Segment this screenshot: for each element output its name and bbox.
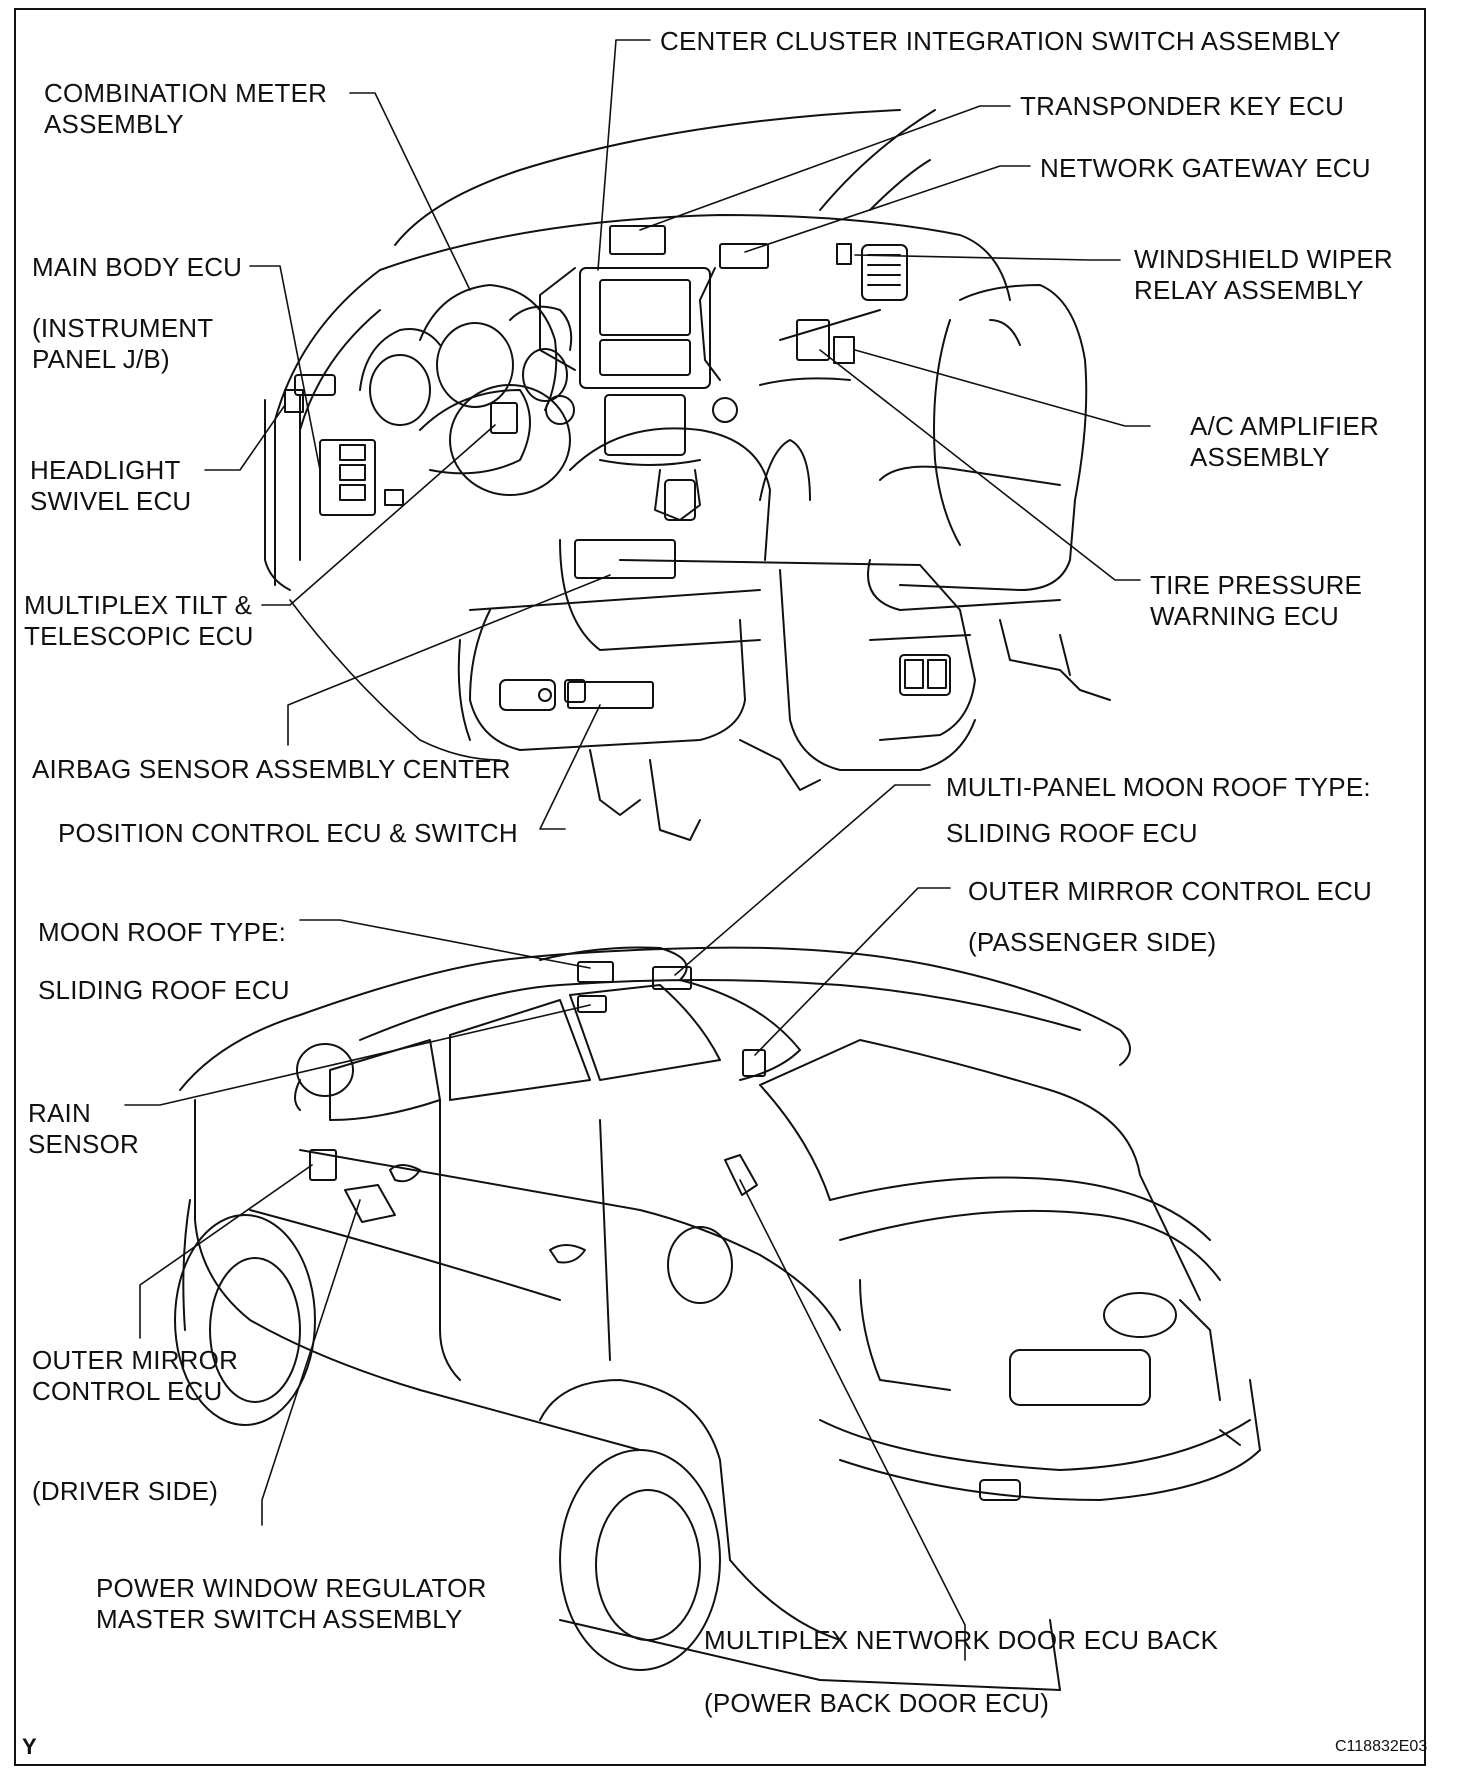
label-multi-panel-moon-roof-type: MULTI-PANEL MOON ROOF TYPE:	[946, 772, 1371, 802]
label-moon-roof-type: MOON ROOF TYPE:	[38, 917, 287, 947]
label-sliding-roof-ecu-multipanel: SLIDING ROOF ECU	[946, 818, 1198, 848]
label-main-body-ecu: MAIN BODY ECU	[32, 252, 243, 282]
label-passenger-side: (PASSENGER SIDE)	[968, 927, 1217, 957]
label-tire-pressure-warning-ecu: TIRE PRESSURE WARNING ECU	[1150, 570, 1363, 631]
exterior-vehicle	[174, 946, 1261, 1691]
label-network-gateway-ecu: NETWORK GATEWAY ECU	[1040, 153, 1371, 183]
label-headlight-swivel-ecu: HEADLIGHT SWIVEL ECU	[30, 455, 192, 516]
label-ac-amplifier-assembly: A/C AMPLIFIER ASSEMBLY	[1190, 411, 1379, 472]
label-rain-sensor: RAIN SENSOR	[28, 1098, 140, 1159]
label-driver-side: (DRIVER SIDE)	[32, 1476, 219, 1506]
leader-lines	[124, 39, 1151, 1661]
label-transponder-key-ecu: TRANSPONDER KEY ECU	[1020, 91, 1345, 121]
label-multiplex-tilt-telescopic-ecu: MULTIPLEX TILT & TELESCOPIC ECU	[24, 590, 254, 651]
label-center-cluster-integration-switch: CENTER CLUSTER INTEGRATION SWITCH ASSEMB…	[660, 26, 1341, 56]
label-airbag-sensor-assembly-center: AIRBAG SENSOR ASSEMBLY CENTER	[32, 754, 511, 784]
label-combination-meter-assembly: COMBINATION METER ASSEMBLY	[44, 78, 328, 139]
figure-code: C118832E03	[1335, 1738, 1428, 1755]
interior-module-boxes	[490, 225, 855, 709]
label-outer-mirror-control-ecu-driver: OUTER MIRROR CONTROL ECU	[32, 1345, 239, 1406]
label-windshield-wiper-relay: WINDSHIELD WIPER RELAY ASSEMBLY	[1134, 244, 1393, 305]
label-power-back-door-ecu: (POWER BACK DOOR ECU)	[704, 1688, 1050, 1718]
diagram-frame	[14, 8, 1426, 1766]
label-multiplex-network-door-ecu-back: MULTIPLEX NETWORK DOOR ECU BACK	[704, 1625, 1219, 1655]
label-power-window-master-switch: POWER WINDOW REGULATOR MASTER SWITCH ASS…	[96, 1573, 487, 1634]
label-sliding-roof-ecu-moonroof: SLIDING ROOF ECU	[38, 975, 290, 1005]
exterior-module-boxes	[309, 961, 766, 1223]
interior-illustration	[264, 109, 1111, 841]
label-position-control-ecu-switch: POSITION CONTROL ECU & SWITCH	[58, 818, 518, 848]
label-instrument-panel-jb: (INSTRUMENT PANEL J/B)	[32, 313, 214, 374]
footer-letter: Y	[22, 1734, 37, 1759]
label-outer-mirror-control-ecu-passenger: OUTER MIRROR CONTROL ECU	[968, 876, 1372, 906]
